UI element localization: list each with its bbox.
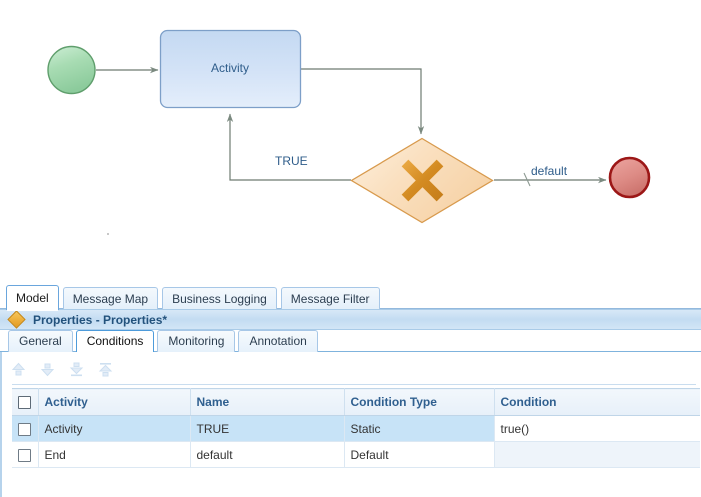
table-header-row: Activity Name Condition Type Condition: [12, 388, 700, 416]
cell-activity[interactable]: End: [38, 441, 191, 468]
cell-name[interactable]: default: [190, 441, 345, 468]
conditions-grid[interactable]: Activity Name Condition Type Condition A…: [12, 388, 700, 468]
canvas-speck: [107, 233, 109, 235]
row-checkbox[interactable]: [18, 422, 31, 436]
tab-business-logging[interactable]: Business Logging: [162, 287, 277, 310]
editor-tab-strip: Model Message Map Business Logging Messa…: [0, 285, 701, 311]
move-down-icon[interactable]: [39, 361, 56, 378]
grid-toolbar: [10, 358, 114, 380]
flow-activity-to-decision[interactable]: [301, 68, 425, 135]
table-row[interactable]: End default Default: [12, 441, 700, 468]
column-header-name[interactable]: Name: [190, 388, 345, 416]
tab-message-filter[interactable]: Message Filter: [280, 287, 380, 310]
flow-label-default[interactable]: default: [531, 164, 568, 178]
row-checkbox[interactable]: [18, 448, 31, 462]
move-to-bottom-icon[interactable]: [68, 361, 85, 378]
table-row[interactable]: Activity TRUE Static true(): [12, 415, 700, 442]
tab-annotation[interactable]: Annotation: [238, 330, 318, 352]
cell-condition-type[interactable]: Static: [344, 415, 495, 442]
move-to-top-icon[interactable]: [97, 361, 114, 378]
select-all-header[interactable]: [12, 388, 39, 416]
tab-monitoring[interactable]: Monitoring: [157, 330, 236, 352]
properties-title: Properties - Properties*: [33, 312, 168, 327]
diamond-icon: [7, 310, 26, 329]
select-all-checkbox[interactable]: [18, 396, 31, 410]
tab-message-map[interactable]: Message Map: [62, 287, 159, 310]
tab-model[interactable]: Model: [6, 285, 59, 311]
properties-title-bar: Properties - Properties*: [0, 309, 701, 330]
process-diagram-canvas[interactable]: Activity TRUE default: [0, 0, 701, 283]
tab-conditions[interactable]: Conditions: [75, 330, 155, 353]
column-header-activity[interactable]: Activity: [38, 388, 191, 416]
flow-decision-to-end-default[interactable]: [494, 172, 607, 187]
tab-general[interactable]: General: [8, 330, 73, 352]
conditions-tab-content: Activity Name Condition Type Condition A…: [0, 352, 701, 497]
node-activity[interactable]: [159, 29, 302, 109]
row-checkbox-cell[interactable]: [12, 415, 39, 442]
move-up-icon[interactable]: [10, 361, 27, 378]
column-header-condition-type[interactable]: Condition Type: [344, 388, 495, 416]
flow-decision-to-activity-true[interactable]: [226, 113, 351, 181]
diagram-svg: [47, 29, 651, 224]
node-exclusive-gateway[interactable]: [350, 137, 494, 224]
node-end-event[interactable]: [608, 156, 651, 199]
properties-panel: Model Message Map Business Logging Messa…: [0, 283, 701, 497]
cell-condition[interactable]: [494, 441, 700, 468]
node-start-event[interactable]: [47, 45, 96, 95]
flow-label-true[interactable]: TRUE: [275, 154, 308, 168]
cell-condition[interactable]: true(): [493, 415, 700, 442]
row-checkbox-cell[interactable]: [12, 441, 39, 468]
properties-tab-strip: General Conditions Monitoring Annotation: [0, 330, 701, 353]
cell-name[interactable]: TRUE: [190, 415, 345, 442]
toolbar-divider: [12, 384, 696, 385]
cell-activity[interactable]: Activity: [38, 415, 191, 442]
column-header-condition[interactable]: Condition: [494, 388, 700, 416]
cell-condition-type[interactable]: Default: [344, 441, 495, 468]
